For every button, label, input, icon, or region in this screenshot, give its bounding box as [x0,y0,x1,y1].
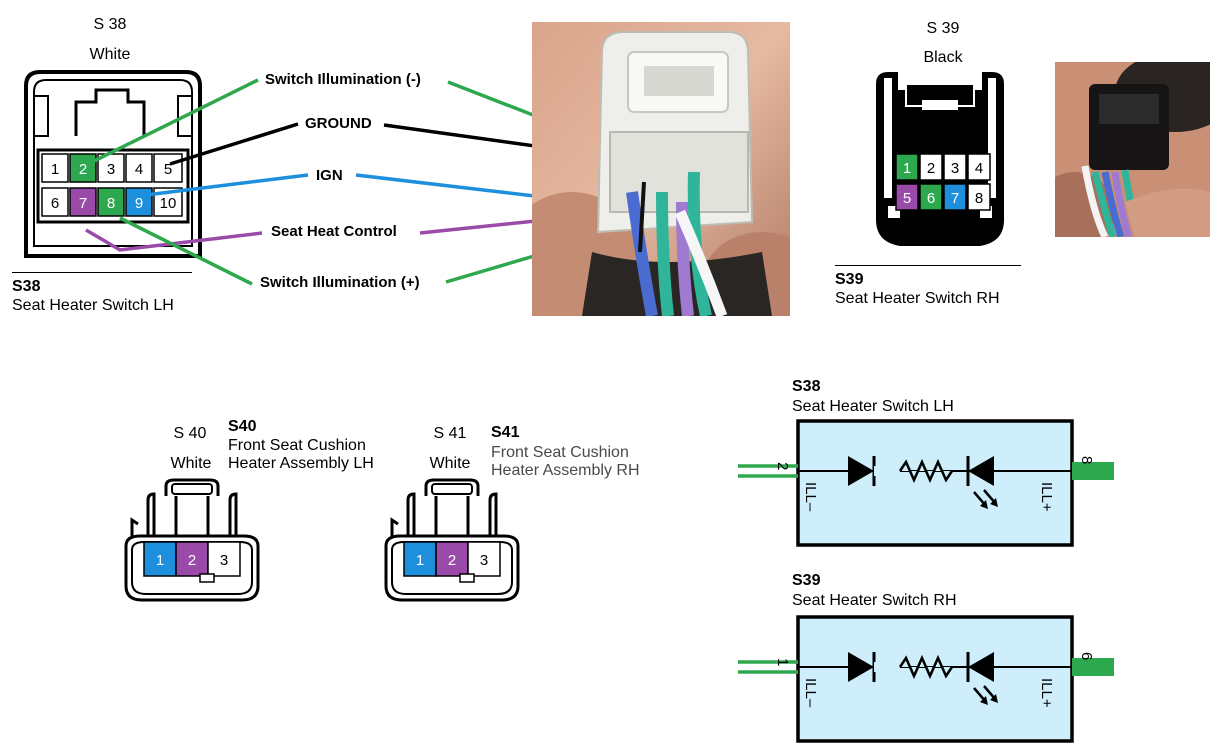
schematic-s38-left-label: ILL– [802,482,819,512]
s38-pin-cells [41,153,183,217]
s39-pin-4: 4 [975,160,983,177]
s38-divider [12,272,192,273]
s38-pin-5: 5 [164,161,172,178]
s41-name-line2: Heater Assembly RH [491,462,640,479]
s40-pin-1: 1 [156,552,164,569]
s38-pin-10: 10 [160,195,177,212]
s38-ref: S38 [12,278,41,295]
s38-pin-1: 1 [51,161,59,178]
schematic-s38-name: Seat Heater Switch LH [792,398,954,415]
schematic-s38-ref: S38 [792,378,821,395]
schematic-s38-left-pin: 2 [774,462,791,470]
s38-pin-9: 9 [135,195,143,212]
s39-pin-1: 1 [903,160,911,177]
s39-pin-6: 6 [927,190,935,207]
s39-connector: 1 2 3 4 5 6 7 8 [876,72,1004,246]
s38-pin-6: 6 [51,195,59,212]
s38-pin-7: 7 [79,195,87,212]
s38-connector-photo [532,22,790,316]
s39-pin-cells [895,153,991,211]
schematic-s39: 1 6 ILL– ILL+ [738,615,1114,743]
s38-connector: 1 2 3 4 5 6 7 8 9 10 [24,70,202,258]
schematic-s38-right-label: ILL+ [1038,482,1055,512]
s38-color: White [89,46,131,63]
wire-label-seat-heat-control: Seat Heat Control [271,223,397,240]
s38-pin-4: 4 [135,161,143,178]
s38-pin-8: 8 [107,195,115,212]
s39-code: S 39 [926,20,960,37]
schematic-s39-left-label: ILL– [802,678,819,708]
s40-pin-3: 3 [220,552,228,569]
s38-pin-3: 3 [107,161,115,178]
s39-pin-2: 2 [927,160,935,177]
wire-label-switch-illumination-neg: Switch Illumination (-) [265,71,421,88]
s40-color: White [170,455,212,472]
s39-pin-5: 5 [903,190,911,207]
s38-name: Seat Heater Switch LH [12,297,174,314]
s41-name-line1: Front Seat Cushion [491,444,629,461]
s40-ref: S40 [228,418,257,435]
s40-connector: 1 2 3 [124,478,260,602]
s40-name-line2: Heater Assembly LH [228,455,374,472]
schematic-s39-right-label: ILL+ [1038,678,1055,708]
s41-color: White [429,455,471,472]
s39-connector-photo [1055,62,1210,237]
s40-name-line1: Front Seat Cushion [228,437,366,454]
s41-code: S 41 [433,425,467,442]
s41-pin-2: 2 [448,552,456,569]
s41-connector: 1 2 3 [384,478,520,602]
s39-ref: S39 [835,271,864,288]
s38-code: S 38 [93,16,127,33]
s41-pin-1: 1 [416,552,424,569]
s38-pin-2: 2 [79,161,87,178]
wire-label-switch-illumination-pos: Switch Illumination (+) [260,274,420,291]
schematic-s38: 2 8 ILL– ILL+ [738,419,1114,547]
wire-label-ground: GROUND [305,115,372,132]
schematic-s39-ref: S39 [792,572,821,589]
schematic-s38-right-pin: 8 [1078,456,1095,464]
s39-pin-3: 3 [951,160,959,177]
s39-name: Seat Heater Switch RH [835,290,1000,307]
wire-label-ign: IGN [316,167,343,184]
schematic-s39-name: Seat Heater Switch RH [792,592,957,609]
s39-color: Black [923,49,963,66]
s40-code: S 40 [173,425,207,442]
schematic-s39-left-pin: 1 [774,658,791,666]
s41-pin-3: 3 [480,552,488,569]
s41-ref: S41 [491,424,520,441]
s39-pin-7: 7 [951,190,959,207]
s40-pin-2: 2 [188,552,196,569]
s39-divider [835,265,1021,266]
s39-pin-8: 8 [975,190,983,207]
schematic-s39-right-pin: 6 [1078,652,1095,660]
